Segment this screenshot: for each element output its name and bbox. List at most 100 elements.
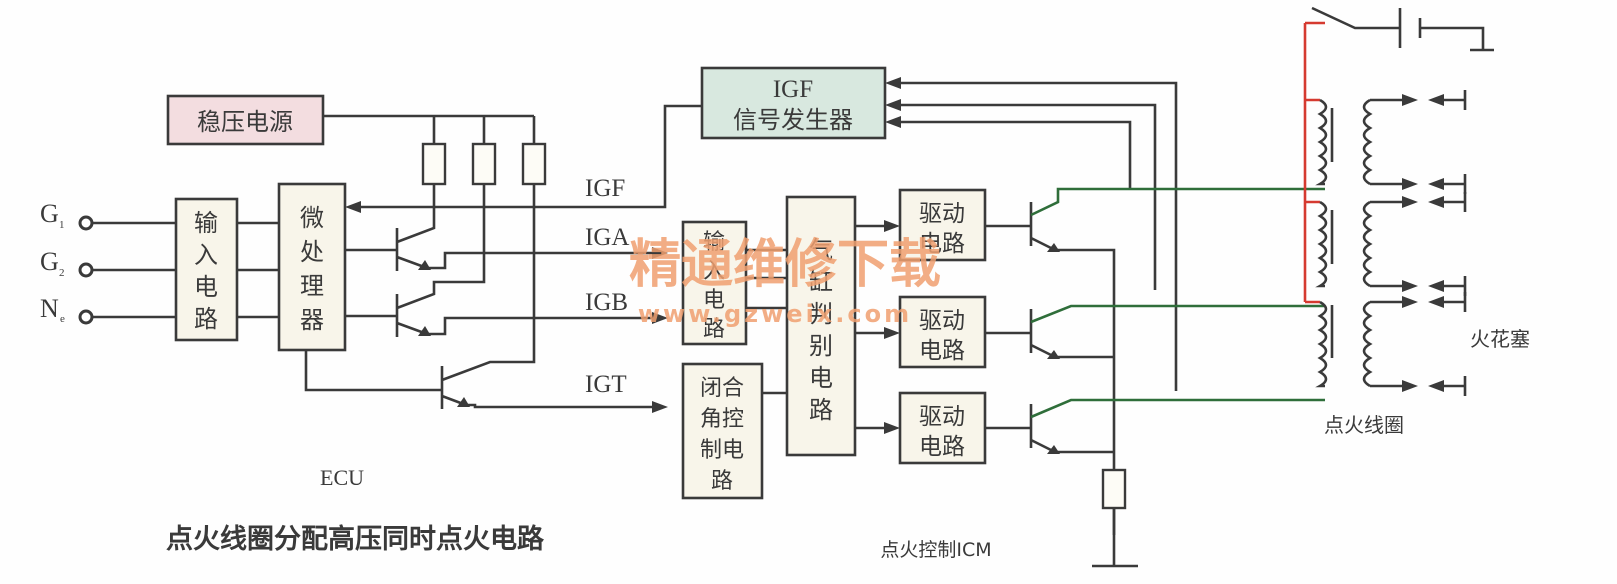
spark-arrow-icon	[1428, 94, 1444, 106]
arrow-icon	[885, 116, 901, 128]
svg-text:驱动: 驱动	[919, 404, 965, 430]
dwell-control-line: 制电	[700, 438, 744, 463]
ignition-switch	[1311, 6, 1494, 52]
ecu-label: ECU	[320, 465, 364, 490]
input-g2-label: G	[40, 247, 59, 276]
transistor-iga	[345, 184, 655, 271]
emitter-resistor	[1101, 468, 1127, 510]
resistor-1	[421, 142, 447, 186]
icm-input-circuit-box	[681, 220, 748, 346]
svg-text:电路: 电路	[919, 434, 965, 460]
igf-signal-label: IGF	[585, 175, 625, 202]
watermark-url: www.gzweix.com	[638, 300, 912, 328]
spark-plug-label: 火花塞	[1470, 327, 1530, 351]
power-red-bus	[1303, 21, 1325, 304]
cylinder-discrimination-char: 路	[809, 396, 833, 424]
diagram-title: 点火线圈分配高压同时点火电路	[166, 523, 545, 555]
spark-arrow-icon	[1428, 296, 1444, 308]
spark-arrow-icon	[1402, 296, 1418, 308]
driver-stage-1: 驱动 电路	[855, 187, 1325, 535]
svg-text:驱动: 驱动	[919, 308, 965, 334]
microprocessor-char: 处	[300, 238, 324, 266]
input-ne-label: N	[40, 294, 59, 323]
icm-input-char: 路	[703, 317, 725, 342]
ecu-input-char: 输	[194, 209, 218, 237]
input-g1-label: G	[40, 199, 59, 228]
dwell-control-line: 路	[711, 469, 733, 494]
igb-signal-label: IGB	[585, 289, 628, 316]
input-ne-sub: e	[60, 313, 65, 325]
regulated-power-label: 稳压电源	[197, 108, 293, 136]
regulated-power-box	[166, 94, 325, 146]
resistor-2	[471, 142, 497, 186]
igf-arrow-icon	[345, 201, 361, 213]
igf-feedback-line-2	[898, 103, 1157, 290]
igb-arrow-icon	[652, 312, 668, 324]
icm-input-char: 输	[703, 230, 725, 255]
dwell-control-box	[681, 362, 764, 500]
spark-arrow-icon	[1402, 380, 1418, 392]
svg-text:驱动: 驱动	[919, 201, 965, 227]
ecu-input-circuit-box	[174, 197, 239, 342]
svg-text:电路: 电路	[919, 338, 965, 364]
igf-feedback-line-3	[898, 81, 1178, 391]
igf-feedback-line-1	[898, 120, 1132, 189]
dwell-control-line: 闭合	[700, 376, 744, 401]
terminal-circle-icon	[78, 215, 94, 231]
input-g2-sub: 2	[59, 267, 65, 279]
cylinder-discrimination-char: 气	[809, 236, 833, 264]
igf-generator-subtitle: 信号发生器	[733, 106, 853, 134]
terminal-circle-icon	[78, 262, 94, 278]
microprocessor-char: 微	[300, 204, 324, 232]
spark-arrow-icon	[1402, 178, 1418, 190]
spark-plugs	[1402, 90, 1467, 396]
spark-plug-electrode	[1440, 376, 1467, 396]
spark-arrow-icon	[1428, 280, 1444, 292]
ignition-coil-label: 点火线圈	[1324, 413, 1404, 437]
transistor-igt	[304, 184, 655, 409]
cylinder-discrimination-char: 判	[809, 300, 833, 328]
microprocessor-box	[277, 182, 347, 352]
arrow-icon	[885, 77, 901, 89]
ignition-coil-2	[1315, 200, 1403, 288]
spark-arrow-icon	[1428, 380, 1444, 392]
svg-text:电路: 电路	[919, 231, 965, 257]
input-g1-sub: 1	[59, 219, 65, 231]
ignition-coil-1	[1315, 98, 1403, 186]
spark-plug-electrode	[1440, 90, 1467, 110]
ground-icon	[1092, 508, 1138, 568]
spark-plug-electrode	[1440, 292, 1467, 312]
spark-arrow-icon	[1428, 196, 1444, 208]
icm-input-char: 电	[703, 288, 725, 313]
ecu-internal-wires	[237, 221, 279, 319]
spark-plug-electrode	[1440, 192, 1467, 212]
input-wires	[92, 221, 176, 319]
input-terminal-g1: G 1	[40, 199, 94, 231]
driver-stage-2: 驱动 电路	[855, 295, 1325, 369]
input-terminal-g2: G 2	[40, 247, 94, 279]
arrow-icon	[885, 99, 901, 111]
spark-arrow-icon	[1402, 280, 1418, 292]
microprocessor-char: 理	[300, 272, 324, 300]
icm-label: 点火控制ICM	[880, 539, 991, 561]
igf-feedback-wire	[355, 104, 685, 209]
spark-arrow-icon	[1428, 178, 1444, 190]
cylinder-discrimination-char: 缸	[809, 268, 833, 296]
spark-arrow-icon	[1402, 196, 1418, 208]
watermark-text: 精通维修下载	[629, 234, 941, 295]
igt-signal-label: IGT	[585, 371, 627, 398]
spark-arrow-icon	[1402, 94, 1418, 106]
iga-signal-label: IGA	[585, 224, 629, 251]
igt-arrow-icon	[652, 401, 668, 413]
transistor-igb	[345, 184, 655, 337]
ecu-input-char: 路	[194, 305, 218, 333]
resistor-3	[521, 142, 547, 186]
icm-input-char: 入	[703, 259, 725, 284]
microprocessor-char: 器	[300, 306, 324, 334]
igf-generator-title: IGF	[773, 76, 813, 103]
dwell-control-line: 角控	[700, 407, 744, 432]
igf-generator-box	[700, 66, 887, 140]
cylinder-discrimination-char: 电	[809, 364, 833, 392]
